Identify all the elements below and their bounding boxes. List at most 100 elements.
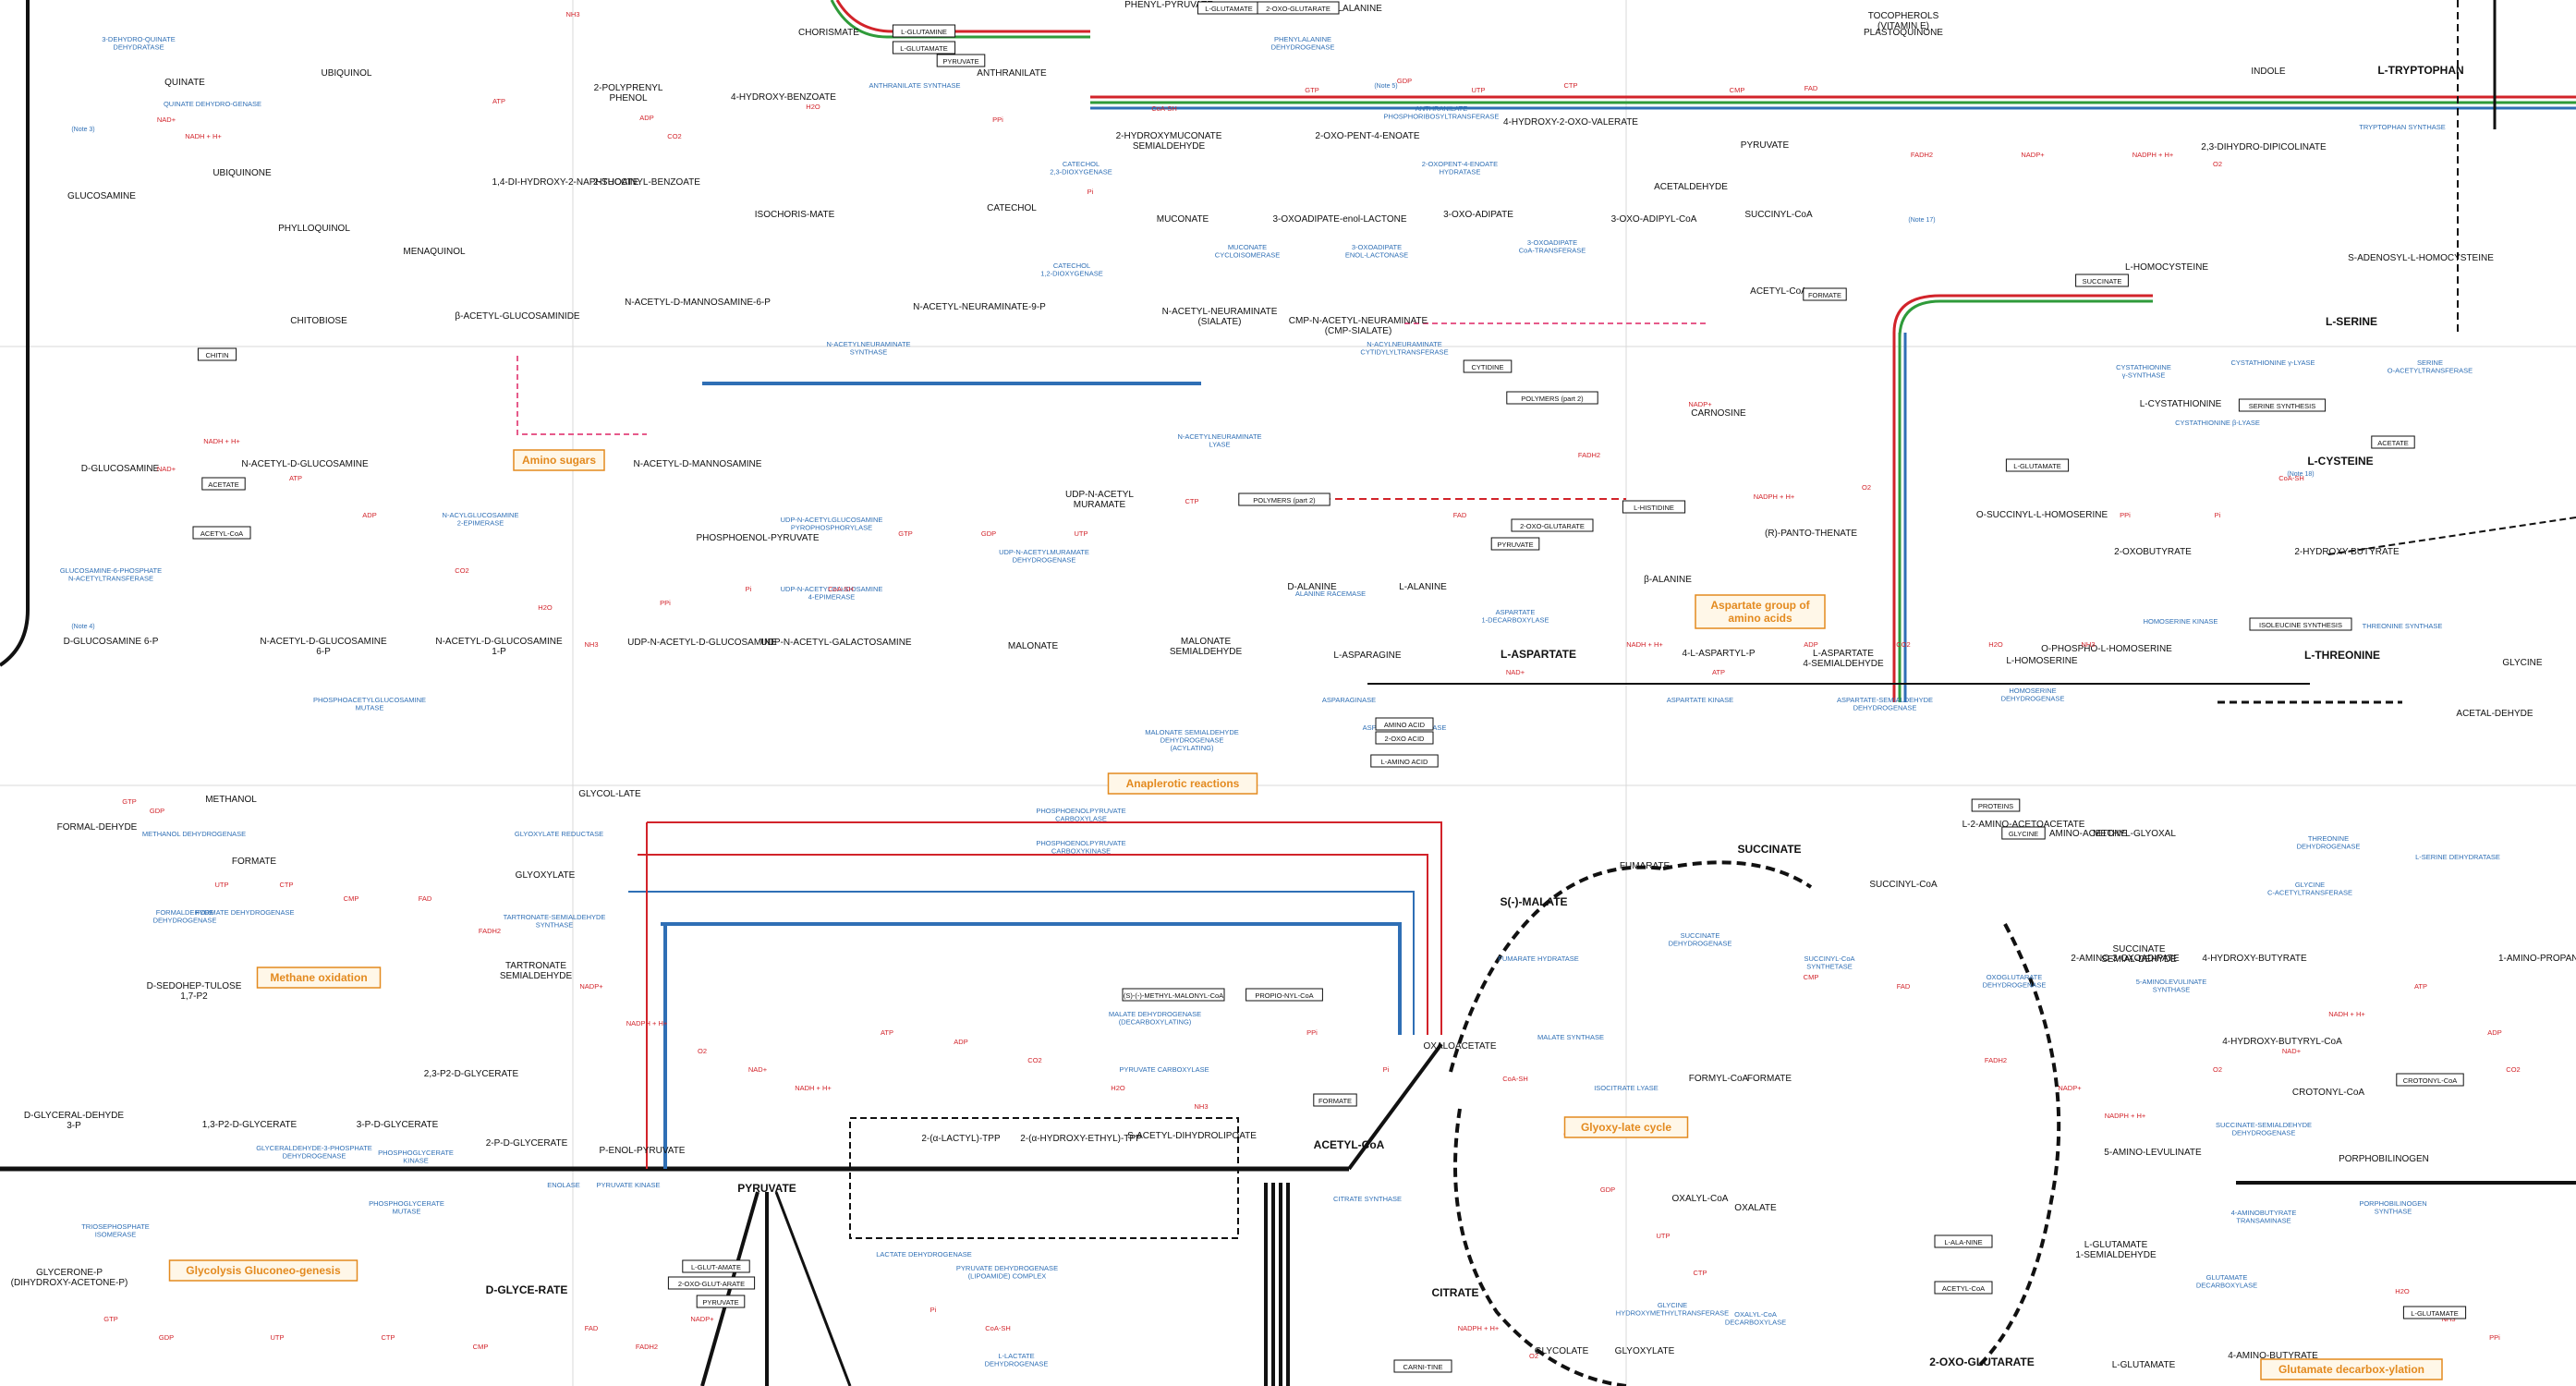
enzyme-e53: FUMARATE HYDRATASE	[1498, 954, 1579, 963]
box-b5: 2-OXO-GLUTARATE	[1257, 1, 1340, 15]
box-label: ACETYL-CoA	[200, 529, 243, 538]
box-b21: SERINE SYNTHESIS	[2238, 398, 2327, 412]
large-big-oxoglutarate: 2-OXO-GLUTARATE	[1929, 1356, 2035, 1368]
large-big-succinate: SUCCINATE	[1737, 843, 1801, 856]
cofactor-label: NADP+	[2058, 1084, 2082, 1092]
cofactor-label: H2O	[806, 103, 820, 111]
metabolite-amino-propanol: 1-AMINO-PROPAN-2-OL	[2498, 954, 2576, 964]
metabolite-glyoxylate-bottom: GLYOXYLATE	[1615, 1346, 1675, 1356]
box-label: CROTONYL-CoA	[2403, 1076, 2458, 1085]
box-b12: L-HISTIDINE	[1622, 500, 1686, 514]
cofactor-label: NAD+	[2282, 1047, 2302, 1055]
footnote: (Note 3)	[71, 127, 94, 133]
box-b1: L-GLUTAMINE	[892, 24, 956, 38]
metabolite-formate-bottom: FORMATE	[1747, 1074, 1792, 1084]
cofactor-label: CO2	[455, 566, 468, 575]
cofactor-label: CTP	[382, 1333, 395, 1342]
pathway-line	[1449, 865, 1664, 1073]
metabolite-hydroxybenzoate: 4-HYDROXY-BENZOATE	[731, 92, 836, 103]
box-b3: PYRUVATE	[936, 54, 986, 67]
cofactor-label: CMP	[473, 1343, 489, 1351]
box-label: L-GLUT-AMATE	[691, 1263, 741, 1271]
pathway-line	[774, 1191, 852, 1386]
cofactor-label: GTP	[1305, 86, 1318, 94]
metabolite-methylglyoxal: METHYL-GLYOXAL	[2093, 829, 2176, 839]
metabolite-isochorismate: ISOCHORIS-MATE	[755, 210, 835, 220]
metabolite-hydroxyethyl-tpp: 2-(α-HYDROXY-ETHYL)-TPP	[1020, 1134, 1142, 1144]
metabolite-indole: INDOLE	[2251, 67, 2286, 77]
box-label: PROPIO-NYL-CoA	[1255, 991, 1313, 1000]
metabolite-acetylglucosaminide: β-ACETYL-GLUCOSAMINIDE	[455, 311, 580, 322]
section-glyoxylate-cycle: Glyoxy-late cycle	[1563, 1116, 1689, 1138]
cofactor-label: NADP+	[1688, 400, 1712, 408]
enzyme-e17: THREONINE SYNTHASE	[2363, 622, 2443, 630]
box-label: L-GLUTAMATE	[900, 44, 947, 53]
metabolite-hydroxybutyrate-4: 4-HYDROXY-BUTYRATE	[2202, 954, 2307, 964]
footnote: (Note 5)	[1374, 83, 1397, 90]
box-b14: SUCCINATE	[2075, 274, 2129, 287]
metabolite-dihydroxyacetone-p: GLYCERONE-P(DIHYDROXY-ACETONE-P)	[11, 1268, 128, 1288]
metabolite-d-alanine: D-ALANINE	[1287, 582, 1337, 592]
metabolite-succinyl-coa-top: SUCCINYL-CoA	[1744, 210, 1813, 220]
box-b15: L-GLUTAMATE	[2005, 458, 2070, 472]
pathway-line	[628, 891, 1415, 1035]
cofactor-label: GDP	[150, 807, 164, 815]
cofactor-label: CoA-SH	[2278, 474, 2304, 482]
box-b24: PROTEINS	[1971, 798, 2021, 812]
cofactor-label: NH3	[1194, 1102, 1208, 1111]
large-big-malate: S(-)-MALATE	[1500, 895, 1567, 908]
pathway-line	[1453, 1108, 1627, 1386]
enzyme-e52: CITRATE SYNTHASE	[1333, 1195, 1402, 1203]
metabolite-acetaldehyde: ACETALDEHYDE	[1654, 182, 1728, 192]
metabolite-formaldehyde: FORMAL-DEHYDE	[57, 822, 138, 833]
metabolite-aminolevulinate: 5-AMINO-LEVULINATE	[2104, 1148, 2202, 1158]
large-big-cysteine: L-CYSTEINE	[2307, 455, 2373, 468]
cofactor-label: GDP	[1397, 77, 1412, 85]
enzyme-e18: HOMOSERINE KINASE	[2144, 617, 2218, 626]
cofactor-label: PPi	[992, 116, 1003, 124]
box-b34: L-ALA-NINE	[1934, 1234, 1993, 1248]
cofactor-label: ATP	[492, 97, 505, 105]
box-label: POLYMERS (part 2)	[1253, 496, 1316, 505]
cofactor-label: GDP	[981, 529, 996, 538]
cofactor-label: FAD	[1897, 982, 1911, 991]
box-b30: PROPIO-NYL-CoA	[1245, 988, 1323, 1002]
metabolite-dihydroxy-naphthoate: 1,4-DI-HYDROXY-2-NAPHTHOATE	[492, 177, 639, 188]
large-big-acetylcoa: ACETYL-CoA	[1314, 1138, 1385, 1151]
box-label: FORMATE	[1808, 291, 1841, 299]
cofactor-label: CoA-SH	[828, 585, 854, 593]
cofactor-label: PPi	[2489, 1333, 2500, 1342]
metabolite-o-phospho-homoserine: O-PHOSPHO-L-HOMOSERINE	[2041, 644, 2172, 654]
enzyme-e65: LACTATE DEHYDROGENASE	[876, 1250, 972, 1258]
box-label: ACETATE	[208, 480, 238, 489]
box-label: L-ALA-NINE	[1944, 1238, 1982, 1246]
metabolite-aminoacetone: AMINO-ACETONE	[2049, 829, 2128, 839]
cofactor-label: CO2	[2506, 1065, 2520, 1074]
enzyme-e43: PYRUVATE CARBOXYLASE	[1119, 1065, 1209, 1074]
pathway-line	[1662, 860, 1813, 889]
box-b32: 2-OXO-GLUT-ARATE	[667, 1276, 756, 1290]
cofactor-label: ATP	[1712, 668, 1725, 676]
cofactor-label: PPi	[2120, 511, 2131, 519]
cofactor-label: NADPH + H+	[2105, 1112, 2146, 1120]
cofactor-label: Pi	[1383, 1065, 1390, 1074]
cofactor-label: ADP	[639, 114, 653, 122]
enzyme-e56: MALATE SYNTHASE	[1537, 1033, 1604, 1041]
section-label-text: Anaplerotic reactions	[1126, 777, 1240, 790]
footnote-labels: (Note 3)(Note 4)(Note 5)(Note 17)(Note 1…	[71, 83, 2314, 630]
cofactor-label: FAD	[585, 1324, 599, 1332]
box-label: PYRUVATE	[942, 57, 978, 66]
